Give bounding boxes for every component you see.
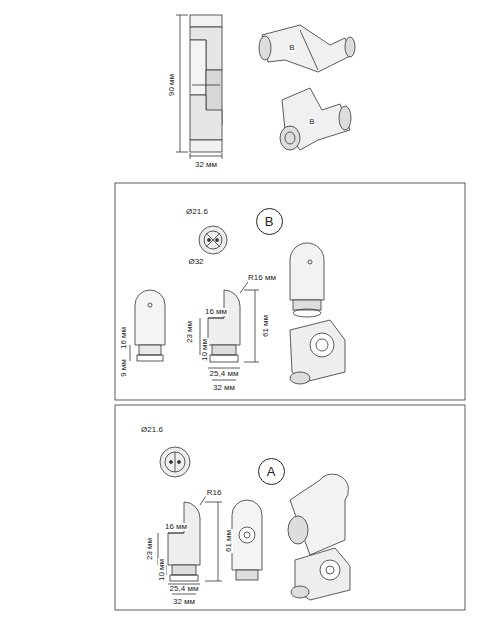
dimension-label: 23 мм xyxy=(186,320,194,344)
dimension-label: 16 мм xyxy=(204,308,228,316)
iso-fitting-bottom xyxy=(280,88,351,150)
end-view-b xyxy=(199,226,227,254)
dimension-label: 32 мм xyxy=(172,598,196,606)
dimension-label: B xyxy=(308,118,315,126)
dome-profile-b xyxy=(130,290,165,361)
end-view-a xyxy=(160,447,190,477)
panel-frame xyxy=(115,405,465,610)
dimension-label: R16 xyxy=(206,489,223,497)
dimension-label: Ø32 xyxy=(187,258,204,266)
dimension-label: Ø21.6 xyxy=(140,426,164,434)
panel-letter: A xyxy=(267,464,276,479)
dimension-label: 10 мм xyxy=(158,558,166,582)
dimension-label: 25,4 мм xyxy=(169,585,200,593)
dimension-label: 61 мм xyxy=(262,314,270,338)
dimension-label: 32 мм xyxy=(194,161,218,169)
iso-fitting-top xyxy=(259,25,355,72)
dimension-label: 25,4 мм xyxy=(209,370,240,378)
cut-profile-a xyxy=(158,496,222,594)
iso-part-b xyxy=(290,243,345,384)
iso-part-a xyxy=(288,474,350,600)
dimension-label: R16 мм xyxy=(247,274,277,282)
dimension-label: 10 мм xyxy=(201,338,209,362)
cut-profile-b xyxy=(200,282,259,380)
dimension-label: 16 мм xyxy=(120,326,128,350)
dimension-label: 90 мм xyxy=(168,73,176,97)
dimension-lines xyxy=(176,15,222,159)
dimension-label: Ø21.6 xyxy=(185,208,209,216)
dimension-label: B xyxy=(288,44,295,52)
swivel-fitting xyxy=(190,15,222,152)
dimension-label: 61 мм xyxy=(225,529,233,553)
panel-letter: B xyxy=(265,214,274,229)
dimension-label: 32 мм xyxy=(212,384,236,392)
front-view-a xyxy=(232,500,262,580)
dimension-label: 9 мм xyxy=(120,358,128,378)
panel-frame xyxy=(115,183,465,400)
panel-letter-circle: A xyxy=(258,458,285,485)
dimension-label: 16 мм xyxy=(164,523,188,531)
panel-letter-circle: B xyxy=(256,208,283,235)
dimension-label: 23 мм xyxy=(146,537,154,561)
